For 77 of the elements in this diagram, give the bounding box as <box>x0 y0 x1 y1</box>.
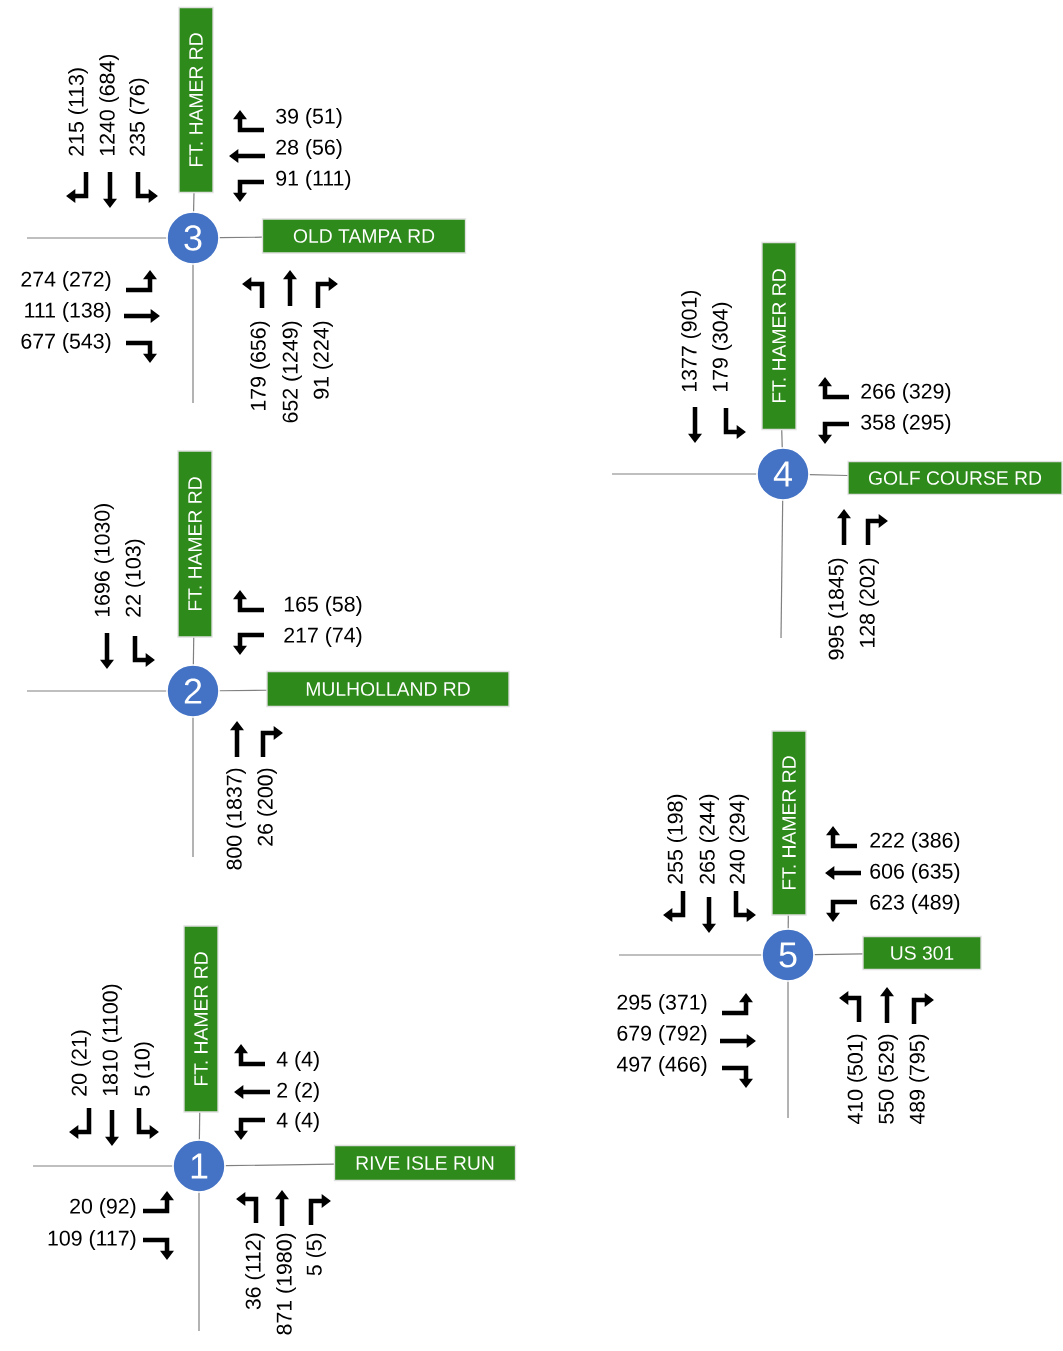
volume-label: 109 (117) <box>48 1230 136 1250</box>
volume-label: 255 (198) <box>667 794 687 884</box>
volume-label: 550 (529) <box>878 1034 898 1124</box>
road-line <box>219 236 263 239</box>
volume-label: 39 (51) <box>276 108 342 128</box>
road-line <box>814 953 863 956</box>
volume-label: 26 (200) <box>257 768 277 846</box>
road-line <box>225 1163 335 1167</box>
volume-label: 2 (2) <box>277 1082 319 1102</box>
volume-label: 22 (103) <box>125 539 145 617</box>
volume-label: 215 (113) <box>68 68 88 156</box>
volume-label: 222 (386) <box>870 832 960 852</box>
road-line <box>219 689 267 692</box>
road-line <box>198 1192 200 1332</box>
volume-label: 871 (1980) <box>276 1233 296 1335</box>
volume-label: 20 (92) <box>70 1198 136 1218</box>
road-line <box>618 954 762 956</box>
volume-label: 36 (112) <box>245 1233 265 1310</box>
road-line <box>198 1112 201 1140</box>
volume-label: 5 (10) <box>134 1042 154 1096</box>
volume-label: 995 (1845) <box>828 558 848 660</box>
street-sign: MULHOLLAND RD <box>266 670 510 708</box>
volume-label: 677 (543) <box>21 333 111 353</box>
volume-label: 800 (1837) <box>226 768 246 870</box>
volume-label: 179 (304) <box>712 302 732 392</box>
road-line <box>611 473 757 475</box>
volume-label: 240 (294) <box>729 794 749 884</box>
volume-label: 5 (5) <box>306 1233 326 1276</box>
volume-label: 489 (795) <box>909 1034 929 1125</box>
road-line <box>26 690 167 692</box>
volume-label: 28 (56) <box>276 139 342 159</box>
road-line <box>809 474 848 477</box>
road-line <box>780 500 784 639</box>
street-sign: FT. HAMER RD <box>178 6 214 194</box>
volume-label: 179 (656) <box>250 321 270 410</box>
volume-label: 4 (4) <box>276 1112 319 1132</box>
street-sign: FT. HAMER RD <box>761 241 797 431</box>
volume-label: 91 (111) <box>276 170 351 190</box>
volume-label: 623 (489) <box>870 894 960 914</box>
volume-label: 128 (202) <box>859 558 879 647</box>
volume-label: 274 (272) <box>21 271 111 291</box>
volume-label: 1696 (1030) <box>94 504 114 617</box>
road-line <box>192 717 194 858</box>
street-sign: US 301 <box>862 935 982 971</box>
road-line <box>192 264 194 404</box>
volume-label: 111 (138) <box>25 302 111 322</box>
volume-label: 679 (792) <box>617 1025 707 1045</box>
road-line <box>32 1165 173 1167</box>
road-line <box>192 637 195 665</box>
volume-label: 1240 (684) <box>99 54 119 156</box>
volume-label: 358 (295) <box>861 414 951 434</box>
road-line <box>781 429 783 448</box>
volume-label: 165 (58) <box>284 596 362 616</box>
volume-label: 91 (224) <box>313 321 333 399</box>
volume-label: 497 (466) <box>616 1056 707 1076</box>
volume-label: 410 (501) <box>847 1034 867 1125</box>
volume-label: 217 (74) <box>284 627 362 647</box>
road-line <box>787 915 789 929</box>
volume-label: 295 (371) <box>617 994 707 1014</box>
street-sign: GOLF COURSE RD <box>847 460 1063 496</box>
volume-label: 652 (1249) <box>282 321 302 423</box>
volume-label: 265 (244) <box>699 794 719 884</box>
road-line <box>193 192 195 212</box>
road-line <box>26 237 167 239</box>
road-line <box>787 981 789 1119</box>
street-sign: FT. HAMER RD <box>183 925 219 1113</box>
street-sign: FT. HAMER RD <box>177 450 213 638</box>
volume-label: 1377 (901) <box>681 290 701 392</box>
volume-label: 1810 (1100) <box>102 984 122 1096</box>
volume-label: 606 (635) <box>870 863 960 883</box>
volume-label: 235 (76) <box>129 78 149 156</box>
street-sign: RIVE ISLE RUN <box>333 1144 517 1182</box>
street-sign: OLD TAMPA RD <box>261 218 467 254</box>
volume-label: 266 (329) <box>861 383 951 403</box>
street-sign: FT. HAMER RD <box>771 730 807 916</box>
volume-label: 4 (4) <box>276 1051 319 1071</box>
volume-label: 20 (21) <box>71 1030 91 1096</box>
